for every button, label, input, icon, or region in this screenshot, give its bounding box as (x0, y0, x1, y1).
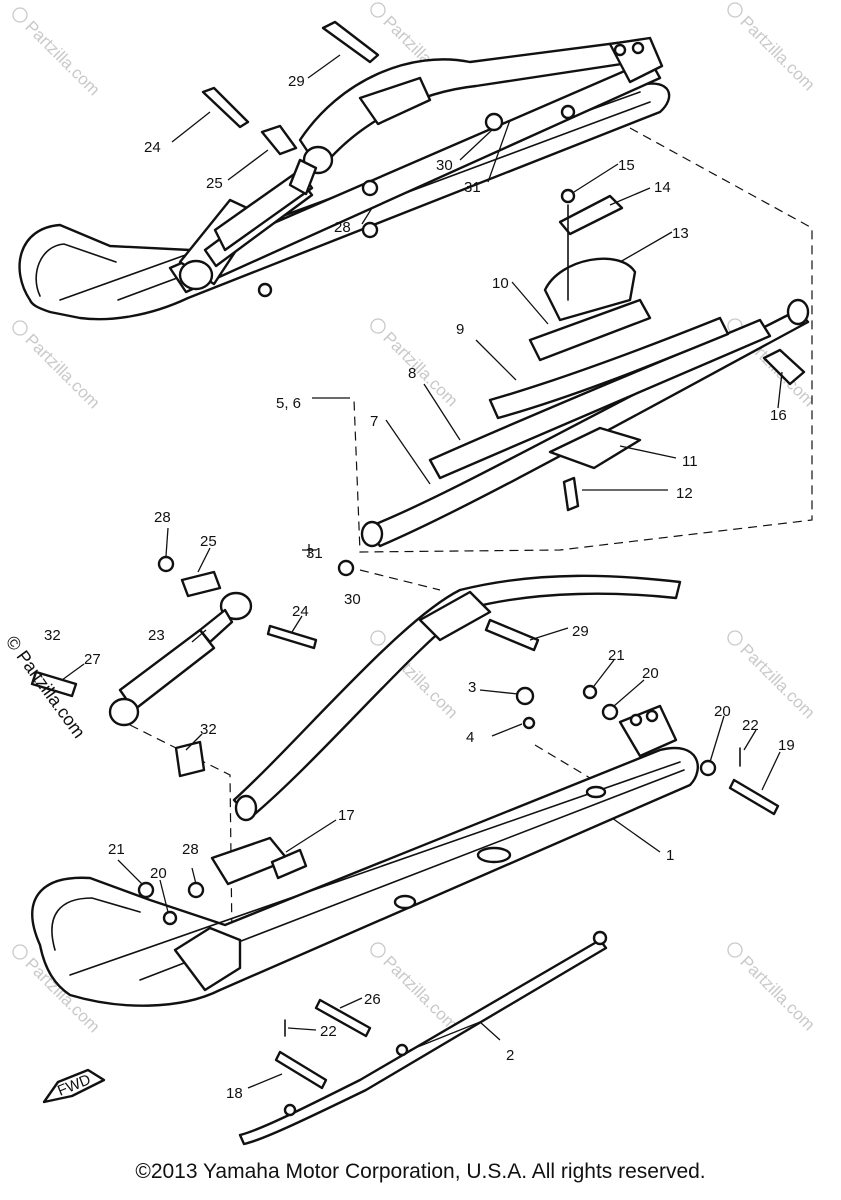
callout-15: 15 (618, 157, 635, 174)
watermark-text: Partzilla.com (736, 640, 818, 722)
callout-20: 20 (714, 703, 731, 720)
callout-23: 23 (148, 627, 165, 644)
callout-8: 8 (408, 365, 416, 382)
callout-28: 28 (154, 509, 171, 526)
callout-21: 21 (108, 841, 125, 858)
callout-22: 22 (320, 1023, 337, 1040)
callout-27: 27 (84, 651, 101, 668)
watermark-text: Partzilla.com (21, 330, 103, 412)
callout-20: 20 (642, 665, 659, 682)
callout-32: 32 (44, 627, 61, 644)
callout-4: 4 (466, 729, 474, 746)
connector-dashed (353, 127, 813, 553)
callout-19: 19 (778, 737, 795, 754)
callout-31: 31 (306, 545, 323, 562)
callout-14: 14 (654, 179, 671, 196)
watermark-text: Partzilla.com (736, 12, 818, 94)
upper-ski-assembly (18, 20, 671, 321)
callout-21: 21 (608, 647, 625, 664)
callout-32: 32 (200, 721, 217, 738)
callout-29: 29 (572, 623, 589, 640)
watermark-text: Partzilla.com (736, 952, 818, 1034)
callout-17: 17 (338, 807, 355, 824)
callout-20: 20 (150, 865, 167, 882)
callout-26: 26 (364, 991, 381, 1008)
callout-5-6: 5, 6 (276, 395, 301, 412)
callout-30: 30 (344, 591, 361, 608)
callout-18: 18 (226, 1085, 243, 1102)
callout-25: 25 (206, 175, 223, 192)
callout-9: 9 (456, 321, 464, 338)
callout-3: 3 (468, 679, 476, 696)
callout-16: 16 (770, 407, 787, 424)
callout-13: 13 (672, 225, 689, 242)
callout-28: 28 (334, 219, 351, 236)
copyright-notice: ©2013 Yamaha Motor Corporation, U.S.A. A… (135, 1160, 706, 1183)
watermark-text: Partzilla.com (379, 328, 461, 410)
leader-lines (61, 54, 783, 1089)
callout-22: 22 (742, 717, 759, 734)
fwd-arrow: FWD (42, 1068, 106, 1104)
callout-25: 25 (200, 533, 217, 550)
leaf-spring-stack (360, 188, 810, 548)
callout-30: 30 (436, 157, 453, 174)
callout-24: 24 (144, 139, 161, 156)
callout-2: 2 (506, 1047, 514, 1064)
callout-11: 11 (682, 453, 698, 470)
callout-28: 28 (182, 841, 199, 858)
watermark-text: Partzilla.com (379, 952, 461, 1034)
callout-12: 12 (676, 485, 693, 502)
callouts: 1 2 3 4 5, 6 7 8 9 10 11 12 13 14 15 16 … (44, 73, 795, 1102)
connector-dashed (129, 724, 233, 941)
callout-10: 10 (492, 275, 509, 292)
callout-29: 29 (288, 73, 305, 90)
callout-24: 24 (292, 603, 309, 620)
callout-1: 1 (666, 847, 674, 864)
connector-dashed (359, 569, 441, 591)
watermark-text: Partzilla.com (21, 17, 103, 99)
callout-31: 31 (464, 179, 481, 196)
lower-ski-assembly (30, 555, 780, 1146)
callout-7: 7 (370, 413, 378, 430)
